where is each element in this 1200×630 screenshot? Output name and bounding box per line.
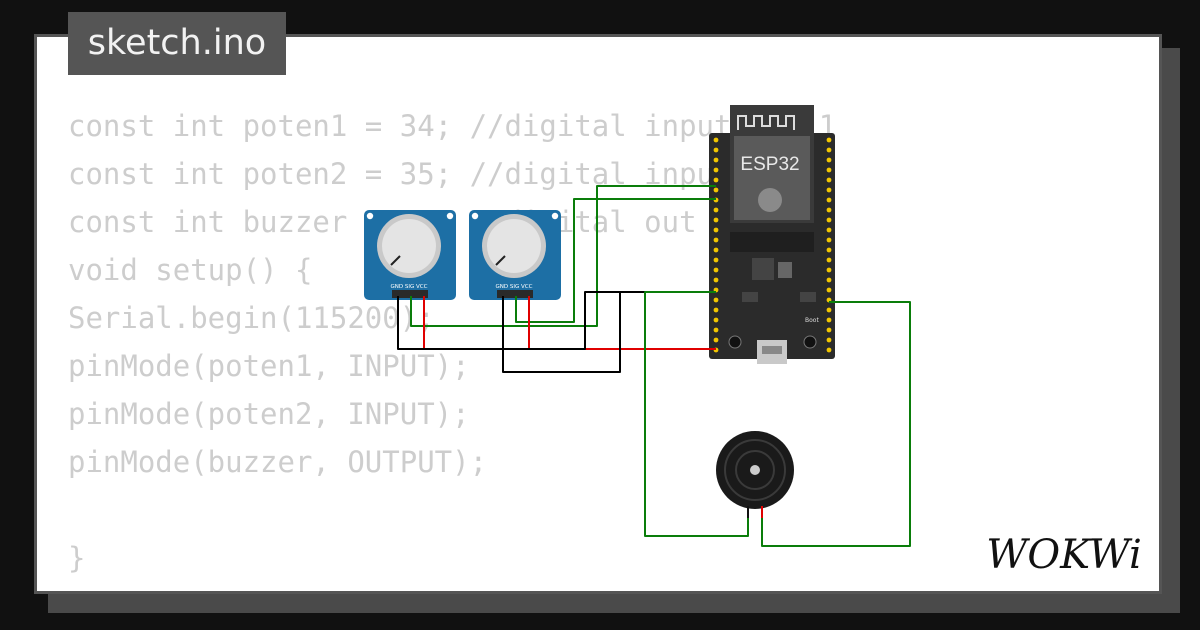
- wires: [397, 185, 911, 547]
- wire-buzzer-gnd: [644, 291, 749, 537]
- pot1-pin-labels: GND SIG VCC: [391, 284, 428, 290]
- espressif-logo-icon: [758, 188, 782, 212]
- esp32-pin-headers: [713, 137, 832, 353]
- en-button[interactable]: [728, 335, 742, 349]
- wire-pot1-signal: [410, 185, 716, 327]
- code-line-5: Serial.begin(115200);: [68, 301, 435, 335]
- pot1-hole: [366, 212, 374, 220]
- buzzer[interactable]: [716, 431, 794, 518]
- pot1-pin-header: [392, 290, 428, 298]
- buzzer-ring: [735, 450, 775, 490]
- esp32-label: ESP32: [740, 154, 799, 175]
- wire-pot1-gnd: [397, 291, 716, 350]
- usb-port-inner: [762, 346, 782, 354]
- pot2-hole: [551, 212, 559, 220]
- code-line-4: void setup() {: [68, 253, 313, 287]
- pot1-pointer: [390, 255, 401, 266]
- code-line-8: pinMode(buzzer, OUTPUT);: [68, 445, 488, 479]
- pot1-knob-inner: [382, 219, 436, 273]
- boot-button[interactable]: [803, 335, 817, 349]
- potentiometer-2[interactable]: GND SIG VCC: [469, 210, 561, 300]
- buzzer-hole: [750, 465, 760, 475]
- code-line-1: const int poten1 = 34; //digital input p…: [68, 109, 837, 143]
- wokwi-logo: WOKWi: [986, 532, 1142, 576]
- esp32-board[interactable]: ESP32 Boot: [709, 105, 835, 364]
- pot1-hole: [446, 212, 454, 220]
- potentiometer-1[interactable]: GND SIG VCC: [364, 210, 456, 300]
- buzzer-ring: [724, 439, 786, 501]
- pot2-pin-header: [497, 290, 533, 298]
- file-tab[interactable]: sketch.ino: [68, 12, 286, 75]
- wire-pot2-gnd: [502, 292, 621, 373]
- pot2-pin-labels: GND SIG VCC: [496, 284, 533, 290]
- code-line-6: pinMode(poten1, INPUT);: [68, 349, 470, 383]
- esp32-components: [730, 232, 816, 302]
- pot2-knob-inner: [487, 219, 541, 273]
- wire-buzzer-signal: [761, 301, 911, 547]
- wire-pot2-signal: [515, 198, 716, 323]
- code-line-7: pinMode(poten2, INPUT);: [68, 397, 470, 431]
- antenna-icon: [737, 115, 795, 130]
- pot2-hole: [471, 212, 479, 220]
- pot2-pointer: [495, 255, 506, 266]
- code-line-10: }: [68, 541, 86, 575]
- wokwi-logo-text: WOKWi: [986, 532, 1142, 576]
- boot-label: Boot: [805, 317, 819, 324]
